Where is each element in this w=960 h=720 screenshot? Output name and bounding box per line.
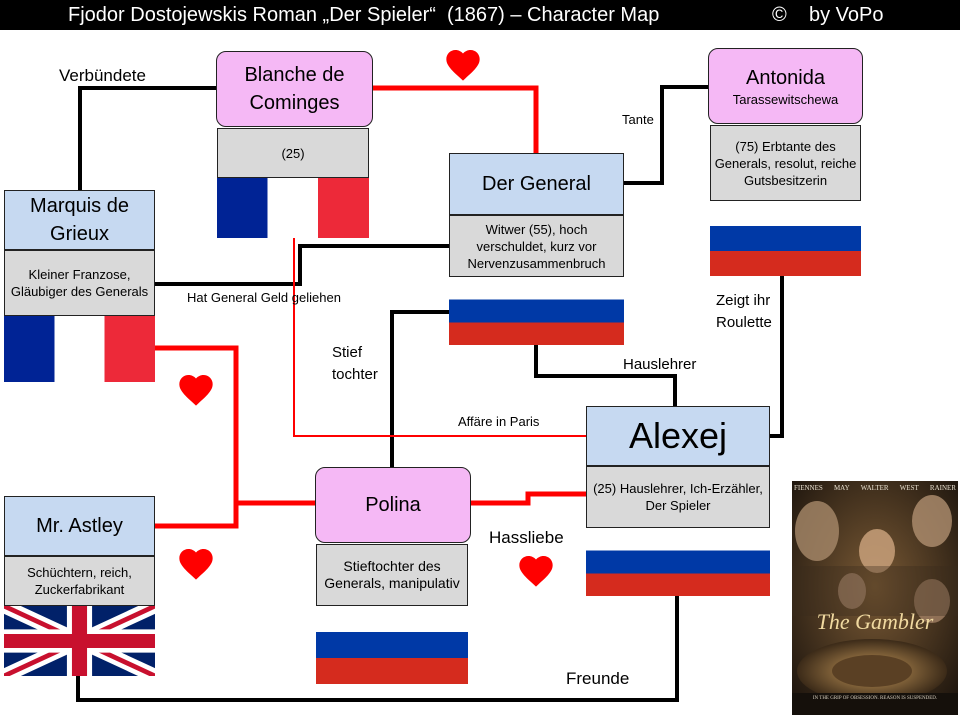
movie-poster: FIENNES MAY WALTER WEST RAINER The Gambl… (792, 481, 958, 715)
label-verbuendete: Verbündete (59, 66, 146, 85)
astley-flag-uk (4, 606, 155, 676)
astley-desc-text: Schüchtern, reich, Zuckerfabrikant (27, 565, 132, 597)
label-affaere: Affäre in Paris (458, 414, 540, 429)
blanche-flag-france (217, 178, 369, 238)
poster-name: RAINER (929, 484, 956, 492)
heart-icon (446, 50, 480, 81)
marquis-name-text: Marquis de Grieux (30, 195, 129, 245)
line-general-alexej (534, 345, 677, 406)
line-astley-polina (155, 503, 239, 529)
line-blanche-alexej-affair (293, 238, 586, 437)
heart-icon (179, 375, 213, 406)
antonida-name: Antonida Tarassewitschewa (708, 48, 863, 124)
astley-name: Mr. Astley (4, 496, 155, 556)
poster-names: FIENNES MAY WALTER WEST RAINER (794, 484, 956, 492)
line-marquis-blanche (78, 86, 216, 190)
alexej-flag-russia (586, 528, 770, 596)
marquis-desc: Kleiner Franzose, Gläubiger des Generals (4, 250, 155, 316)
blanche-name: Blanche de Cominges (216, 51, 373, 127)
blanche-desc: (25) (217, 128, 369, 178)
poster-title: The Gambler (816, 609, 934, 634)
general-desc: Witwer (55), hoch verschuldet, kurz vor … (449, 215, 624, 277)
antonida-subname: Tarassewitschewa (732, 92, 839, 107)
antonida-name-text: Antonida (746, 67, 825, 89)
poster-tagline: IN THE GRIP OF OBSESSION. REASON IS SUSP… (812, 696, 938, 701)
polina-name-text: Polina (365, 494, 421, 516)
antonida-desc-text: (75) Erbtante des Generals, resolut, rei… (714, 138, 857, 188)
label-stieftochter: Stief tochter (332, 344, 378, 383)
marquis-desc-text: Kleiner Franzose, Gläubiger des Generals (10, 267, 149, 299)
polina-desc-text: Stieftochter des Generals, manipulativ (324, 558, 460, 591)
astley-name-text: Mr. Astley (36, 515, 123, 537)
polina-desc: Stieftochter des Generals, manipulativ (316, 544, 468, 606)
label-geld-geliehen: Hat General Geld geliehen (187, 290, 341, 305)
copyright: © by VoPo (772, 4, 884, 26)
polina-name: Polina (315, 467, 471, 543)
alexej-name: Alexej (586, 406, 770, 466)
title-bar: Fjodor Dostojewskis Roman „Der Spieler“ … (0, 0, 960, 30)
line-general-antonida (624, 85, 708, 185)
blanche-desc-text: (25) (281, 145, 305, 161)
general-name-text: Der General (482, 173, 591, 195)
line-blanche-general (373, 85, 539, 153)
antonida-flag-russia (710, 201, 861, 276)
line-marquis-general (155, 244, 449, 286)
poster-artwork (792, 481, 958, 715)
label-tante: Tante (622, 112, 654, 127)
heart-icon (519, 556, 553, 587)
general-name: Der General (449, 153, 624, 215)
alexej-name-text: Alexej (628, 415, 728, 456)
poster-name: FIENNES (794, 484, 823, 492)
label-roulette: Zeigt ihr Roulette (716, 292, 772, 331)
heart-icon (179, 549, 213, 580)
label-hauslehrer: Hauslehrer (623, 356, 697, 373)
label-freunde: Freunde (566, 669, 630, 688)
poster-name: WALTER (860, 484, 889, 492)
poster-name: WEST (899, 484, 919, 492)
line-marquis-polina (155, 345, 315, 506)
antonida-desc: (75) Erbtante des Generals, resolut, rei… (710, 125, 861, 201)
alexej-desc: (25) Hauslehrer, Ich-Erzähler, Der Spiel… (586, 466, 770, 528)
marquis-name: Marquis de Grieux (4, 190, 155, 250)
poster-name: MAY (833, 484, 850, 492)
blanche-name-text: Blanche de Cominges (244, 64, 345, 114)
line-polina-alexej (471, 491, 586, 506)
marquis-flag-france (4, 316, 155, 382)
polina-flag-russia (316, 606, 468, 684)
general-desc-text: Witwer (55), hoch verschuldet, kurz vor … (467, 221, 606, 271)
map-title: Fjodor Dostojewskis Roman „Der Spieler“ … (68, 4, 660, 26)
label-hassliebe: Hassliebe (489, 528, 564, 547)
union-jack-icon (4, 606, 155, 676)
line-antonida-alexej (770, 276, 784, 438)
line-general-polina (390, 310, 449, 467)
general-flag-russia (449, 277, 624, 345)
astley-desc: Schüchtern, reich, Zuckerfabrikant (4, 556, 155, 606)
alexej-desc-text: (25) Hauslehrer, Ich-Erzähler, Der Spiel… (593, 481, 763, 513)
